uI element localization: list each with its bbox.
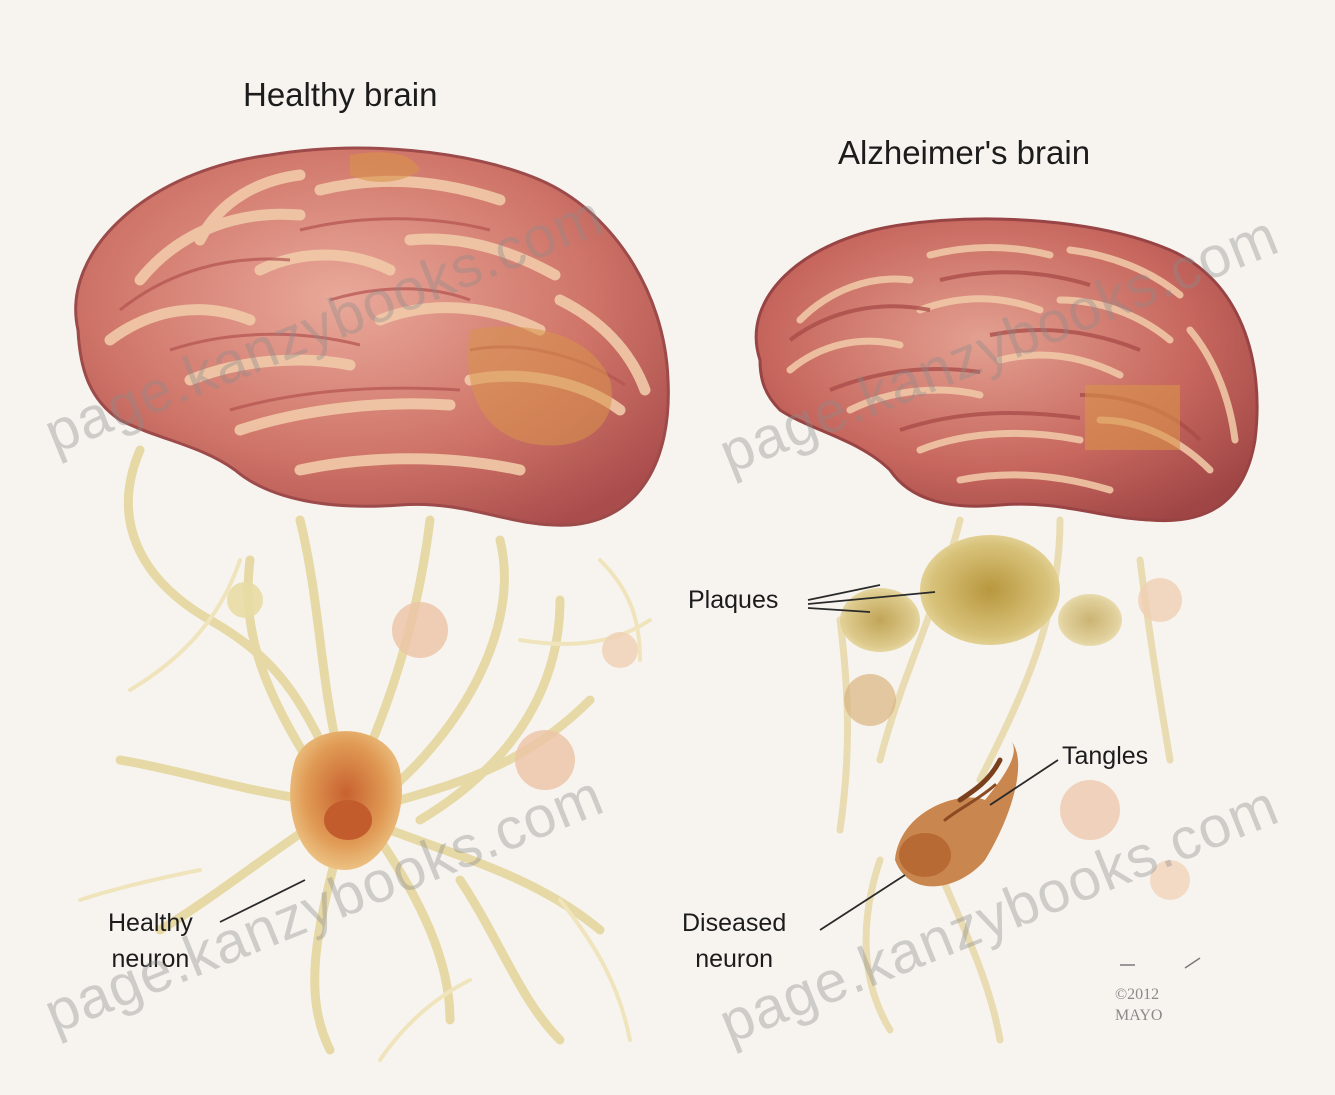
diseased-neuron-soma bbox=[895, 740, 1018, 886]
healthy-neuron-label: Healthy neuron bbox=[108, 905, 193, 978]
alzheimers-brain-title: Alzheimer's brain bbox=[838, 134, 1090, 172]
credit-year: ©2012 bbox=[1115, 985, 1162, 1006]
credit-owner: MAYO bbox=[1115, 1006, 1162, 1027]
diseased-neuron-label-line2: neuron bbox=[682, 941, 786, 977]
tangles-label: Tangles bbox=[1062, 738, 1148, 774]
healthy-brain bbox=[76, 148, 669, 525]
healthy-brain-title: Healthy brain bbox=[243, 76, 437, 114]
healthy-neuron-label-line1: Healthy bbox=[108, 905, 193, 941]
plaques-label: Plaques bbox=[688, 582, 778, 618]
diseased-neuron-label: Diseased neuron bbox=[682, 905, 786, 978]
diseased-neuron-leader bbox=[820, 875, 905, 930]
healthy-neuron-label-line2: neuron bbox=[108, 941, 193, 977]
credit-mark bbox=[1120, 958, 1200, 968]
amyloid-plaques bbox=[840, 535, 1122, 652]
copyright-credit: ©2012 MAYO bbox=[1115, 985, 1162, 1027]
diseased-neuron-label-line1: Diseased bbox=[682, 905, 786, 941]
alzheimers-brain bbox=[756, 219, 1257, 521]
